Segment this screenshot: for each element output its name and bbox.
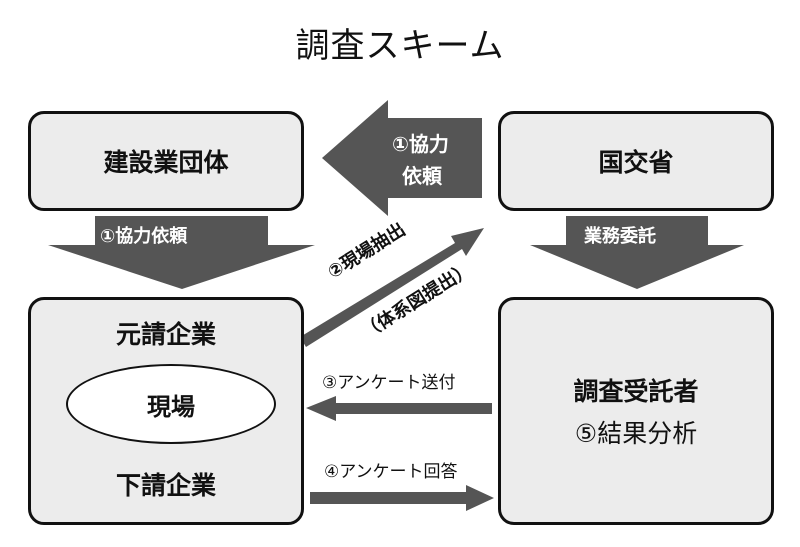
- arrow-left-big: [322, 100, 482, 216]
- arrow-down-right: [530, 216, 744, 289]
- arrow-reply: [310, 485, 494, 511]
- genba-label: 現場: [147, 392, 195, 421]
- genba-ellipse: 現場: [66, 364, 276, 444]
- arrow-left-big-label-2: 依頼: [402, 164, 442, 188]
- motouke-label: 元請企業: [115, 320, 216, 349]
- arrow-down-left-label: ①協力依頼: [100, 226, 188, 247]
- chosa-sub: ⑤結果分析: [574, 419, 698, 448]
- diagram-title: 調査スキーム: [295, 26, 505, 66]
- arrow-send: [306, 396, 492, 421]
- send-label: ③アンケート送付: [322, 373, 456, 393]
- chosa-title: 調査受託者: [573, 377, 699, 406]
- arrow-down-left: [48, 216, 315, 289]
- kokkosho-box: 国交省: [498, 111, 774, 211]
- arrow-down-right-label: 業務委託: [584, 226, 656, 247]
- kensetsu-box: 建設業団体: [28, 111, 304, 211]
- reply-label: ④アンケート回答: [324, 462, 458, 482]
- kensetsu-label: 建設業団体: [103, 148, 229, 177]
- kokkosho-label: 国交省: [598, 148, 674, 177]
- arrow-diagonal: [300, 228, 484, 347]
- chosa-box: 調査受託者 ⑤結果分析: [498, 297, 774, 525]
- shitauke-label: 下請企業: [115, 471, 216, 500]
- arrow-left-big-label-1: ①協力: [392, 132, 449, 156]
